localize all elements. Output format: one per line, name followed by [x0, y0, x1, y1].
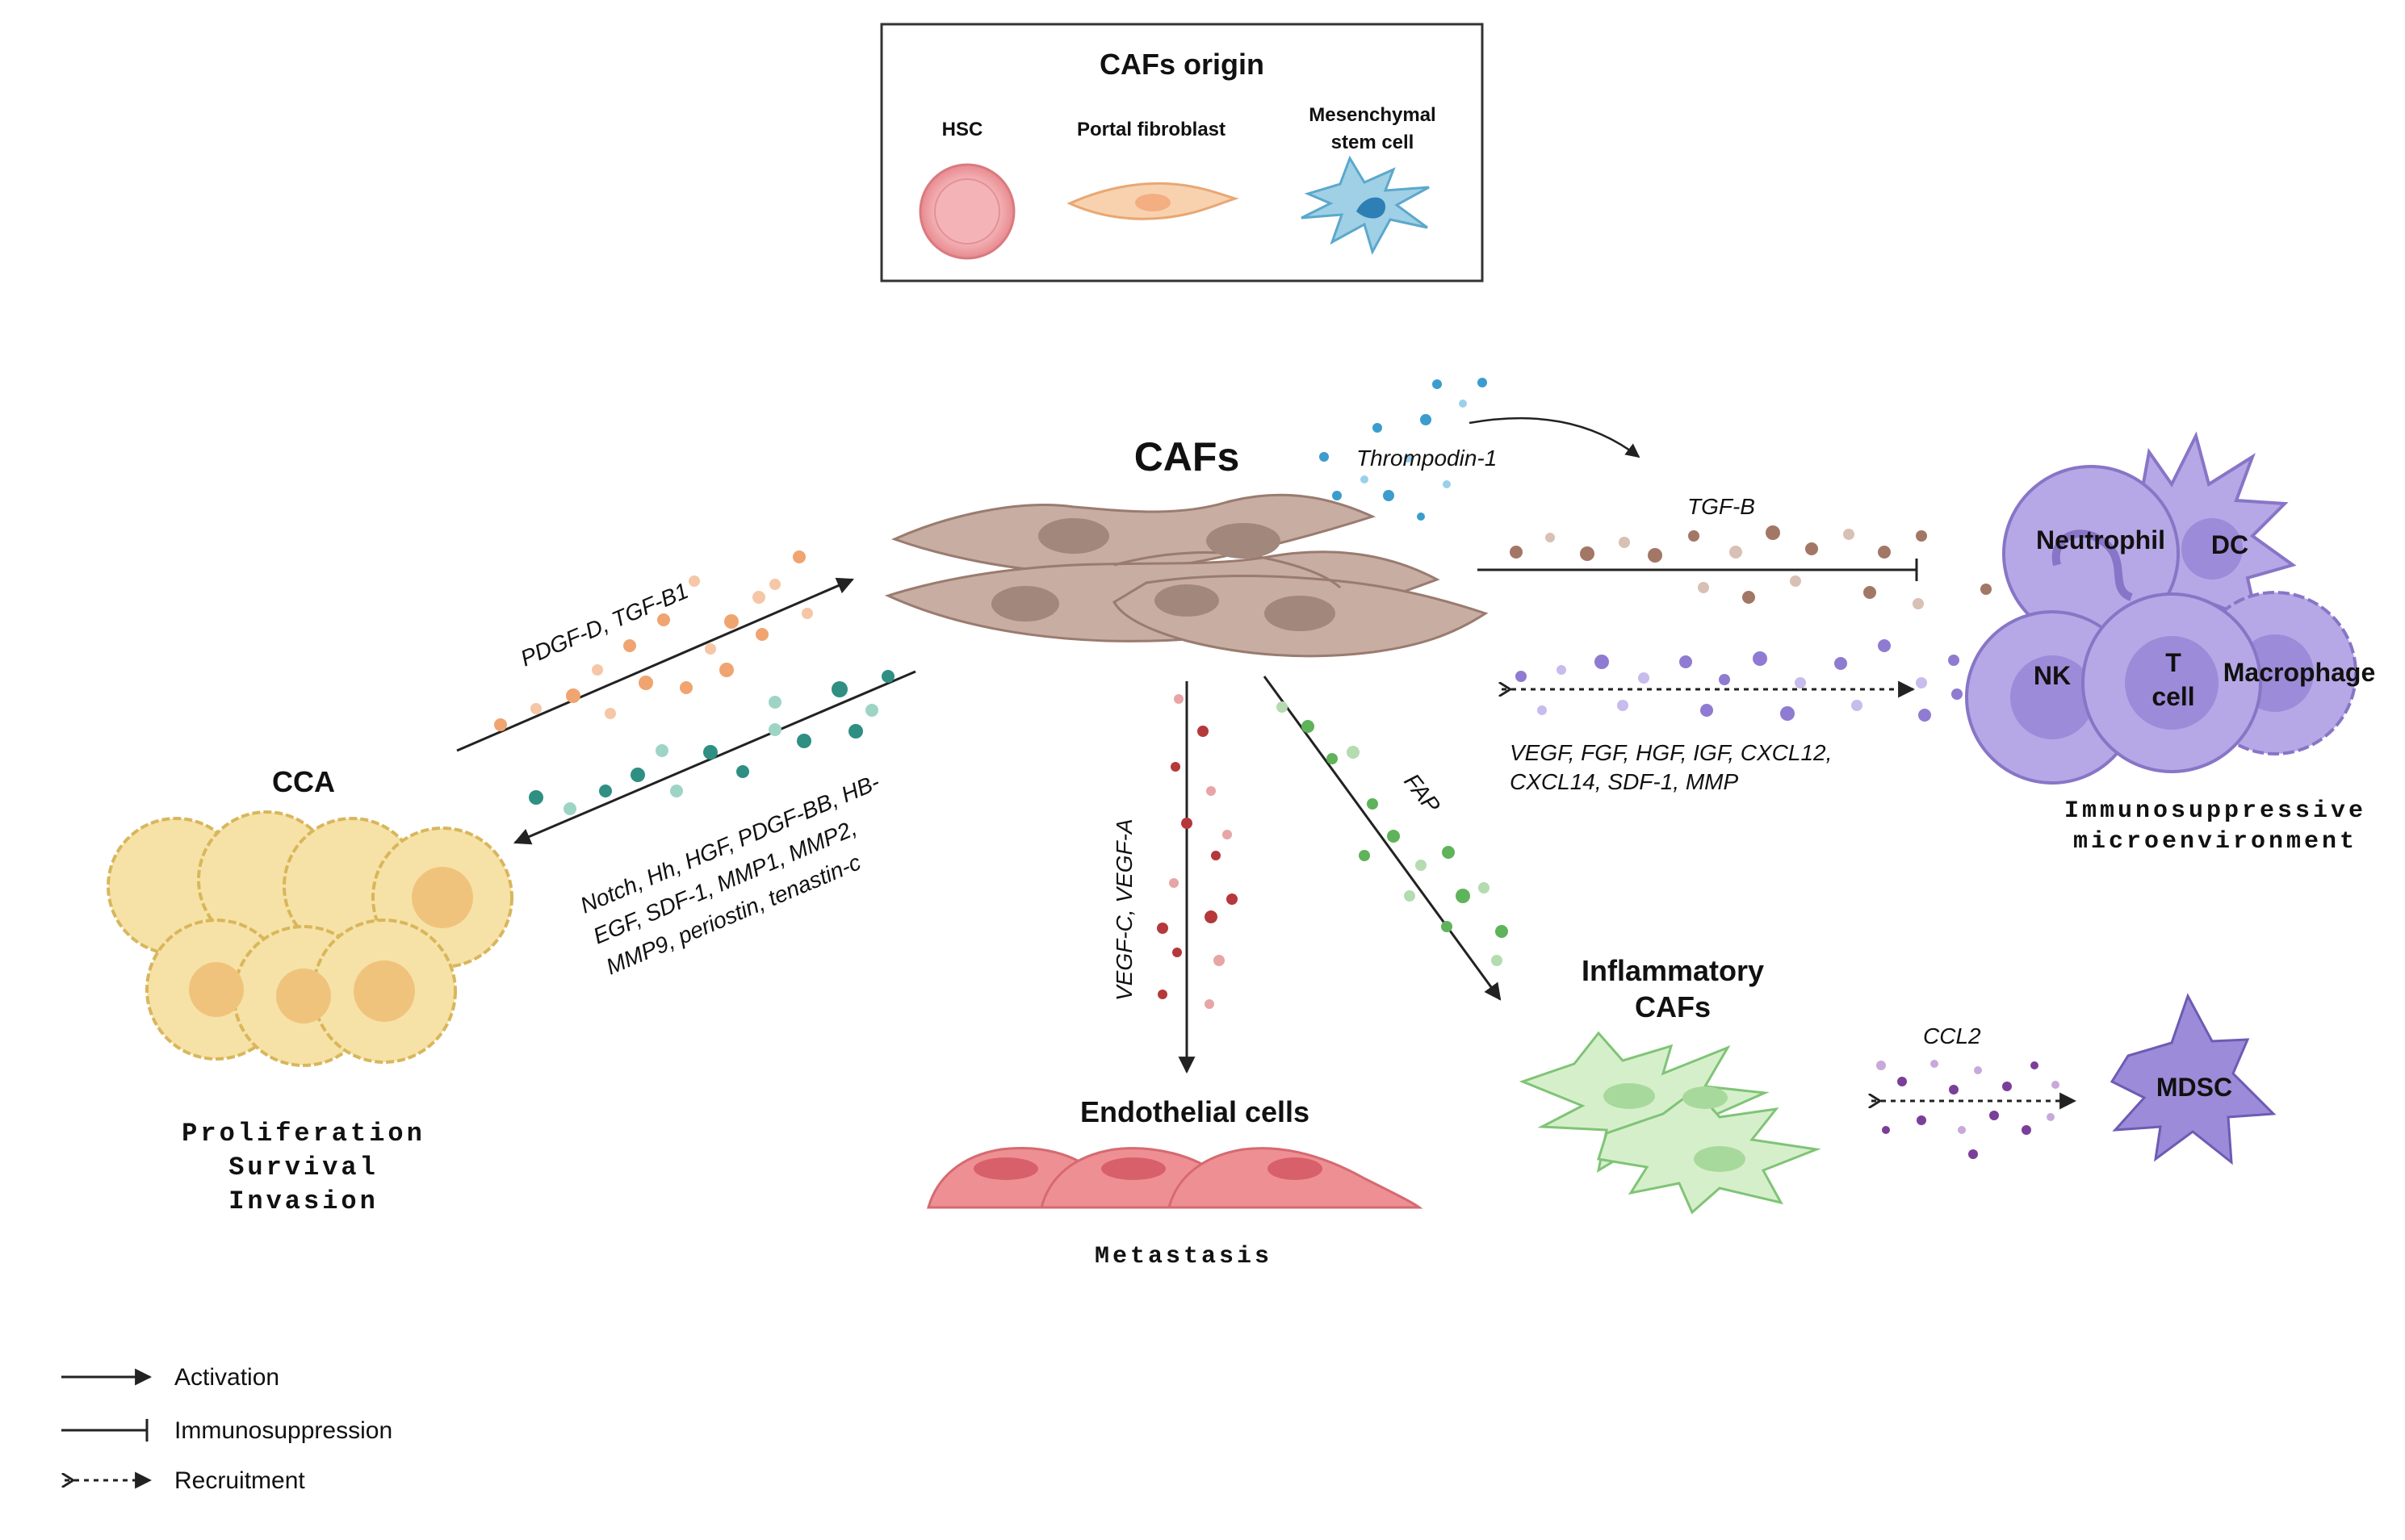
legend-recruitment: Recruitment [65, 1467, 305, 1494]
legend: Activation Immunosuppression Recruitment [61, 1364, 392, 1494]
legend-immunosuppression: Immunosuppression [61, 1417, 392, 1444]
msc-label-line1: Mesenchymal [1309, 104, 1435, 126]
cca-title: CCA [272, 765, 335, 798]
immune-cell-cluster [1965, 431, 2357, 785]
cafs-title: CAFs [1134, 434, 1240, 479]
cafs-cell-cluster [884, 493, 1489, 658]
orange-factor-dots [494, 550, 813, 731]
dc-label: DC [2211, 530, 2248, 559]
cca-outcome-survival: Survival [228, 1153, 379, 1182]
cca-outcome-invasion: Invasion [228, 1186, 379, 1216]
macrophage-label: Macrophage [2223, 658, 2375, 687]
legend-recruitment-label: Recruitment [174, 1467, 305, 1494]
portal-fibroblast-cell [1066, 182, 1239, 220]
green-factor-dots [1276, 701, 1508, 966]
neutrophil-label: Neutrophil [2036, 525, 2165, 554]
vegf-label: VEGF-C, VEGF-A [1112, 818, 1137, 1001]
inflammatory-title-line1: Inflammatory [1582, 954, 1764, 987]
immunosuppression-line [1477, 559, 1918, 581]
inflammatory-cafs-cluster [1519, 1031, 1821, 1215]
cafs-origin-title: CAFs origin [1100, 48, 1264, 81]
activation-arrow-cca-to-cafs [456, 577, 854, 752]
purple-factor-dots [1515, 639, 1963, 722]
t-cell-label-line1: T [2165, 648, 2181, 677]
violet-factor-dots [1876, 1060, 2059, 1159]
inflammatory-title-line2: CAFs [1635, 990, 1711, 1023]
legend-activation: Activation [61, 1364, 279, 1391]
legend-immunosuppression-label: Immunosuppression [174, 1417, 392, 1444]
blue-factor-dots [1319, 378, 1487, 521]
recruit-factors-line2: CXCL14, SDF-1, MMP [1510, 769, 1738, 794]
immuno-caption-line1: Immunosuppressive [2064, 797, 2366, 825]
hsc-cell [919, 163, 1016, 260]
brown-factor-dots [1510, 525, 1992, 609]
cca-outcome-proliferation: Proliferation [182, 1119, 425, 1149]
metastasis-caption: Metastasis [1095, 1243, 1272, 1270]
red-factor-dots [1157, 694, 1238, 1009]
tgfb-label: TGF-B [1687, 494, 1755, 519]
cafs-origin-box: CAFs origin HSC Portal fibroblast Mesenc… [880, 23, 1484, 282]
portal-fibroblast-label: Portal fibroblast [1077, 119, 1226, 140]
thrompodin-arrow [1469, 416, 1640, 458]
endothelial-cell-layer [927, 1146, 1423, 1209]
ccl2-label: CCL2 [1923, 1023, 1981, 1048]
endothelial-title: Endothelial cells [1080, 1095, 1309, 1128]
thrompodin-label: Thrompodin-1 [1356, 446, 1497, 471]
recruit-factors-line1: VEGF, FGF, HGF, IGF, CXCL12, [1510, 740, 1832, 765]
msc-label-line2: stem cell [1331, 132, 1414, 153]
mesenchymal-stem-cell [1301, 155, 1430, 255]
immuno-caption-line2: microenvironment [2073, 828, 2357, 856]
cafs-to-cca-factor-text: Notch, Hh, HGF, PDGF-BB, HB- EGF, SDF-1,… [576, 769, 883, 980]
nk-label: NK [2034, 661, 2071, 690]
t-cell-label-line2: cell [2152, 682, 2194, 711]
fap-label: FAP [1399, 769, 1445, 818]
mdsc-label: MDSC [2156, 1073, 2232, 1102]
activation-arrow-inflammatory [1263, 676, 1502, 1001]
legend-activation-label: Activation [174, 1364, 279, 1391]
teal-factor-dots [529, 670, 895, 815]
cca-cell-cluster [107, 810, 513, 1067]
mdsc-cell [2110, 993, 2277, 1165]
hsc-label: HSC [942, 119, 983, 140]
